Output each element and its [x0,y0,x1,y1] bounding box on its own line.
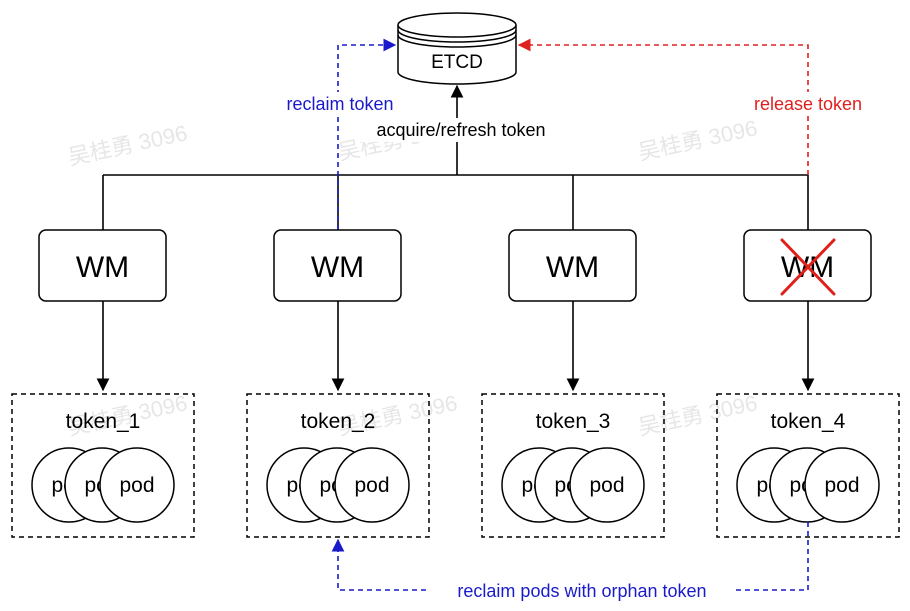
watermark: 吴桂勇 3096 [66,120,190,170]
token-group: token_3 pod pod pod [481,393,665,538]
failure-cross-icon [780,238,836,296]
pod-label: pod [354,474,389,497]
etcd-database: ETCD [397,12,517,85]
wm-node-failed: WM [743,229,872,302]
pod-cluster: pod pod pod [31,447,175,523]
acquire-label-bg [356,118,566,142]
reclaim-pods-label-bg [428,579,734,603]
token-group: token_1 pod pod pod [11,393,195,538]
etcd-label: ETCD [431,52,483,73]
acquire-connector [102,84,809,230]
pod-cluster: pod pod pod [736,447,880,523]
pod-cluster: pod pod pod [501,447,645,523]
watermark-layer: 吴桂勇 3096 吴桂勇 3096 吴桂勇 3096 吴桂勇 3096 吴桂勇 … [66,115,760,440]
token-label: token_1 [66,410,141,433]
token-group: token_4 pod pod pod [716,393,900,538]
reclaim-pods-connector [331,522,809,591]
watermark: 吴桂勇 3096 [636,390,760,440]
wm-label: WM [76,251,129,284]
token-label: token_3 [536,410,611,433]
wm-node: WM [38,229,167,302]
wm-node: WM [508,229,637,302]
wm-label: WM [311,251,364,284]
reclaim-token-label: reclaim token [286,94,393,114]
wm-node: WM [273,229,402,302]
wm-token-arrows [96,301,815,392]
pod-label: pod [824,474,859,497]
release-token-label: release token [754,94,862,114]
token-group: token_2 pod pod pod [246,393,430,538]
reclaim-pods-label: reclaim pods with orphan token [457,581,706,601]
reclaim-token-connector [337,38,397,230]
token-label: token_2 [301,410,376,433]
release-label-bg [740,92,876,116]
token-label: token_4 [771,410,846,433]
wm-label: WM [546,251,599,284]
reclaim-label-bg [272,92,406,116]
pod-cluster: pod pod pod [266,447,410,523]
acquire-refresh-label: acquire/refresh token [376,120,545,140]
release-token-connector [517,38,809,175]
pod-label: pod [119,474,154,497]
pod-label: pod [589,474,624,497]
watermark: 吴桂勇 3096 [636,115,760,165]
